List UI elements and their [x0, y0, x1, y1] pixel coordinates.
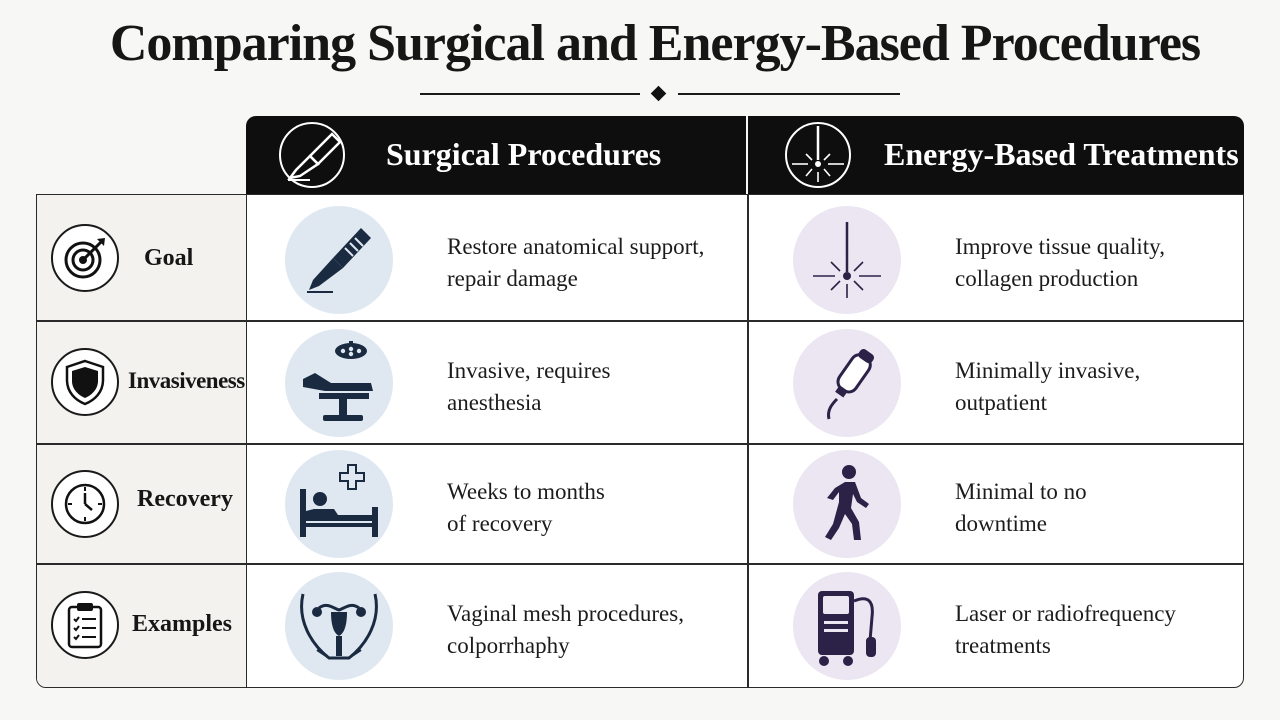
- laser-beam-icon: [776, 120, 860, 190]
- shield-icon: [51, 348, 119, 416]
- row-label-examples: Examples: [37, 564, 246, 687]
- row-label-recovery: Recovery: [37, 444, 246, 564]
- cell-text: Minimally invasive,outpatient: [955, 358, 1141, 415]
- row-divider: [37, 563, 1243, 565]
- cell-text: Restore anatomical support,repair damage: [447, 234, 705, 291]
- row-label-goal: Goal: [37, 195, 246, 321]
- pelvic-anatomy-icon: [285, 572, 393, 680]
- title-divider: [420, 84, 900, 104]
- walking-person-icon: [793, 450, 901, 558]
- diamond-ornament-icon: [650, 85, 667, 102]
- column-header-surgical: Surgical Procedures: [246, 116, 746, 194]
- clock-icon: [51, 470, 119, 538]
- cell-text: Vaginal mesh procedures,colporrhaphy: [447, 601, 684, 658]
- operating-table-icon: [285, 329, 393, 437]
- row-label-text: Examples: [132, 611, 233, 637]
- scalpel-icon: [270, 120, 354, 190]
- row-label-invasiveness: Invasiveness: [37, 321, 246, 444]
- laser-beam-icon: [793, 206, 901, 314]
- handheld-probe-icon: [793, 329, 901, 437]
- row-label-text: Invasiveness: [128, 368, 245, 393]
- scalpel-icon: [285, 206, 393, 314]
- comparison-table: Goal Restore anatomical support,repair d…: [36, 194, 1244, 688]
- cell-energy-invasiveness: Minimally invasive,outpatient: [749, 321, 1243, 444]
- cell-surgical-goal: Restore anatomical support,repair damage: [247, 195, 747, 321]
- column-divider: [747, 195, 749, 687]
- column-header-energy-label: Energy-Based Treatments: [884, 136, 1239, 172]
- laser-device-icon: [793, 572, 901, 680]
- column-header-surgical-label: Surgical Procedures: [386, 136, 662, 172]
- target-icon: [51, 224, 119, 292]
- clipboard-icon: [51, 591, 119, 659]
- cell-surgical-examples: Vaginal mesh procedures,colporrhaphy: [247, 564, 747, 687]
- hospital-bed-icon: [285, 450, 393, 558]
- column-header-energy: Energy-Based Treatments: [748, 116, 1244, 194]
- cell-text: Improve tissue quality,collagen producti…: [955, 234, 1165, 291]
- row-divider: [37, 443, 1243, 445]
- row-label-text: Goal: [144, 245, 194, 271]
- cell-energy-goal: Improve tissue quality,collagen producti…: [749, 195, 1243, 321]
- row-divider: [37, 320, 1243, 322]
- row-label-text: Recovery: [137, 486, 233, 512]
- page-title: Comparing Surgical and Energy-Based Proc…: [109, 15, 1201, 72]
